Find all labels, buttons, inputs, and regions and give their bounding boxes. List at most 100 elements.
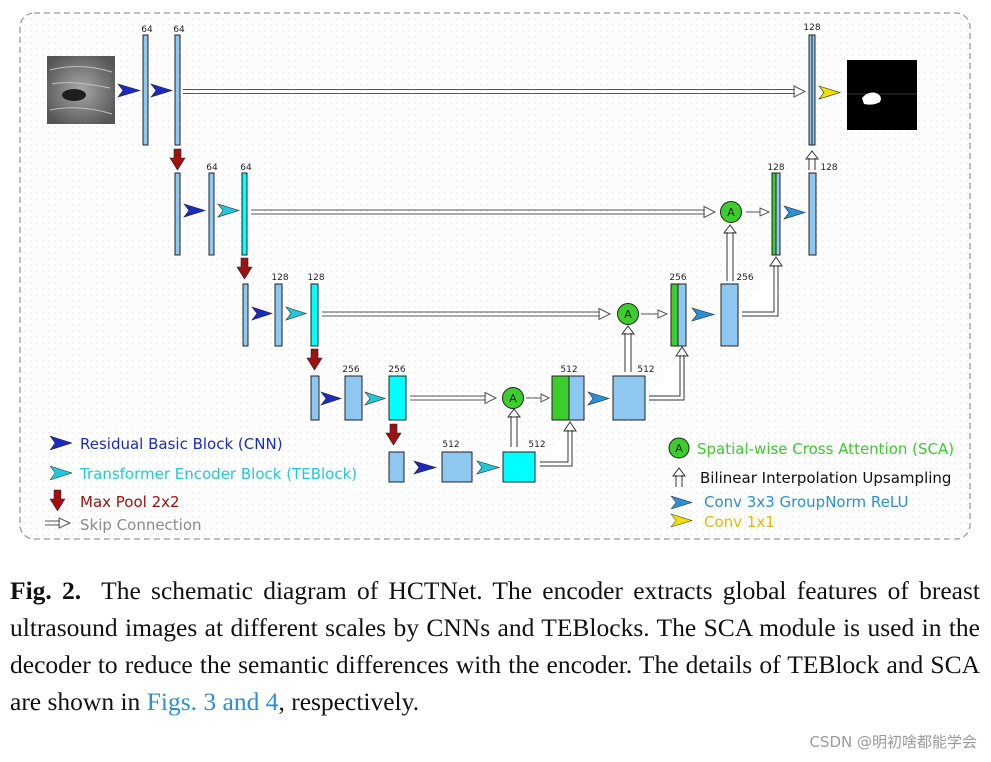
skip-connection-2 — [251, 205, 717, 219]
bottleneck-block-b — [441, 451, 473, 483]
legend-conv1-icon — [670, 513, 693, 528]
legend-teblock-label: Transformer Encoder Block (TEBlock) — [79, 465, 357, 483]
channel-label: 256 — [388, 365, 405, 375]
cnn-arrow-1b — [150, 83, 174, 98]
dec3-concat-green — [670, 283, 679, 347]
enc1-block-a — [142, 34, 149, 146]
enc3-block-a — [242, 283, 249, 347]
sca-node-4-glyph: A — [509, 392, 517, 405]
channel-label: 64 — [141, 25, 153, 35]
legend-conv3-icon — [670, 495, 693, 510]
legend-upsample-label: Bilinear Interpolation Upsampling — [700, 469, 951, 487]
cnn-arrow-4 — [320, 391, 342, 406]
legend-maxpool-label: Max Pool 2x2 — [80, 493, 180, 511]
sca-node-3-glyph: A — [624, 308, 632, 321]
dec4-concat-blue — [568, 375, 585, 421]
bottleneck-block-a — [388, 451, 405, 483]
maxpool-arrow-1 — [169, 148, 186, 171]
input-ultrasound-image — [47, 56, 115, 124]
cnn-arrow-5 — [413, 460, 438, 475]
channel-label: 512 — [528, 440, 545, 450]
cnn-arrow-1a — [117, 83, 142, 98]
enc2-teblock — [241, 172, 248, 256]
upsample-dec2-to-dec1 — [805, 150, 819, 170]
dec3-concat-blue — [677, 283, 687, 347]
teblock-arrow-2 — [217, 203, 241, 218]
legend-sca-glyph: A — [675, 442, 683, 455]
bottleneck-teblock — [502, 451, 536, 483]
skip-connection-1 — [183, 85, 807, 98]
dec1-block-b — [811, 34, 816, 146]
maxpool-arrow-2 — [236, 257, 253, 280]
legend-upsample-icon — [672, 467, 686, 487]
hctnet-diagram: A A A 64 64 64 64 128 1 — [19, 12, 971, 540]
skip-connection-3 — [322, 307, 612, 321]
dec2-concat-green — [771, 172, 777, 256]
upsample-bottleneck-to-dec4 — [540, 421, 577, 467]
caption-text: The schematic diagram of HCTNet. The enc… — [10, 576, 980, 716]
dec4-conv-block — [612, 375, 646, 421]
legend-skip-label: Skip Connection — [80, 516, 202, 534]
enc3-teblock — [310, 283, 319, 347]
maxpool-arrow-3 — [306, 348, 323, 371]
conv3-arrow-4 — [587, 391, 611, 406]
upsample-to-sca-3 — [621, 325, 635, 372]
legend-sca-icon — [668, 437, 690, 459]
enc2-block-a — [174, 172, 181, 256]
legend-conv3-label: Conv 3x3 GroupNorm ReLU — [704, 493, 908, 511]
upsample-dec3-to-dec2 — [742, 256, 783, 317]
channel-label: 64 — [173, 25, 185, 35]
channel-label: 64 — [240, 163, 252, 173]
caption-fig-label: Fig. 2. — [10, 576, 82, 605]
upsample-to-sca-2 — [723, 224, 737, 281]
sca-node-2-glyph: A — [727, 206, 735, 219]
csdn-watermark: CSDN @明初啥都能学会 — [809, 733, 977, 751]
legend-cnn-icon — [49, 435, 73, 451]
sca-node-2 — [720, 201, 742, 223]
channel-label: 128 — [820, 163, 837, 173]
legend-sca-label: Spatial-wise Cross Attention (SCA) — [697, 440, 954, 458]
channel-label: 256 — [669, 273, 686, 283]
channel-label: 512 — [560, 365, 577, 375]
teblock-arrow-4 — [364, 391, 386, 406]
enc1-block-b — [174, 34, 181, 146]
dec2-concat-blue — [775, 172, 781, 256]
sca-to-concat-4 — [526, 393, 551, 403]
upsample-dec4-to-dec3 — [649, 346, 689, 401]
channel-label: 512 — [442, 440, 459, 450]
skip-connection-4 — [410, 391, 498, 405]
legend-skip-icon — [45, 517, 72, 529]
conv3-arrow-3 — [691, 307, 716, 322]
enc4-teblock — [388, 375, 407, 421]
legend-maxpool-icon — [49, 489, 66, 512]
channel-label: 512 — [637, 365, 654, 375]
sca-nodes: A A A — [502, 201, 742, 409]
conv3-arrow-2 — [783, 205, 807, 220]
legend-conv1-label: Conv 1x1 — [704, 513, 775, 531]
dec4-concat-green — [551, 375, 570, 421]
cnn-arrow-3 — [251, 306, 273, 321]
upsample-to-sca-4 — [507, 408, 521, 447]
channel-label: 256 — [736, 273, 753, 283]
sca-node-3 — [617, 303, 639, 325]
legend-teblock-icon — [49, 465, 73, 481]
output-segmentation-mask — [847, 60, 917, 130]
cnn-arrow-2 — [183, 203, 207, 218]
caption-figure-link[interactable]: Figs. 3 and 4 — [146, 687, 279, 716]
enc2-block-b — [208, 172, 215, 256]
enc4-block-a — [310, 375, 320, 421]
enc4-block-b — [344, 375, 363, 421]
channel-label: 128 — [307, 273, 324, 283]
channel-label: 128 — [271, 273, 288, 283]
legend-left: Residual Basic Block (CNN) Transformer E… — [45, 435, 357, 534]
conv1-arrow — [818, 85, 842, 100]
teblock-arrow-3 — [285, 306, 307, 321]
legend-cnn-label: Residual Basic Block (CNN) — [80, 435, 283, 453]
figure-caption: Fig. 2. The schematic diagram of HCTNet.… — [10, 572, 980, 720]
dec2-conv-block — [808, 172, 817, 256]
sca-to-concat-3 — [641, 309, 669, 319]
maxpool-arrow-4 — [385, 423, 402, 446]
enc3-block-b — [274, 283, 283, 347]
legend-right: A Spatial-wise Cross Attention (SCA) Bil… — [668, 437, 954, 531]
channel-label: 64 — [206, 163, 218, 173]
